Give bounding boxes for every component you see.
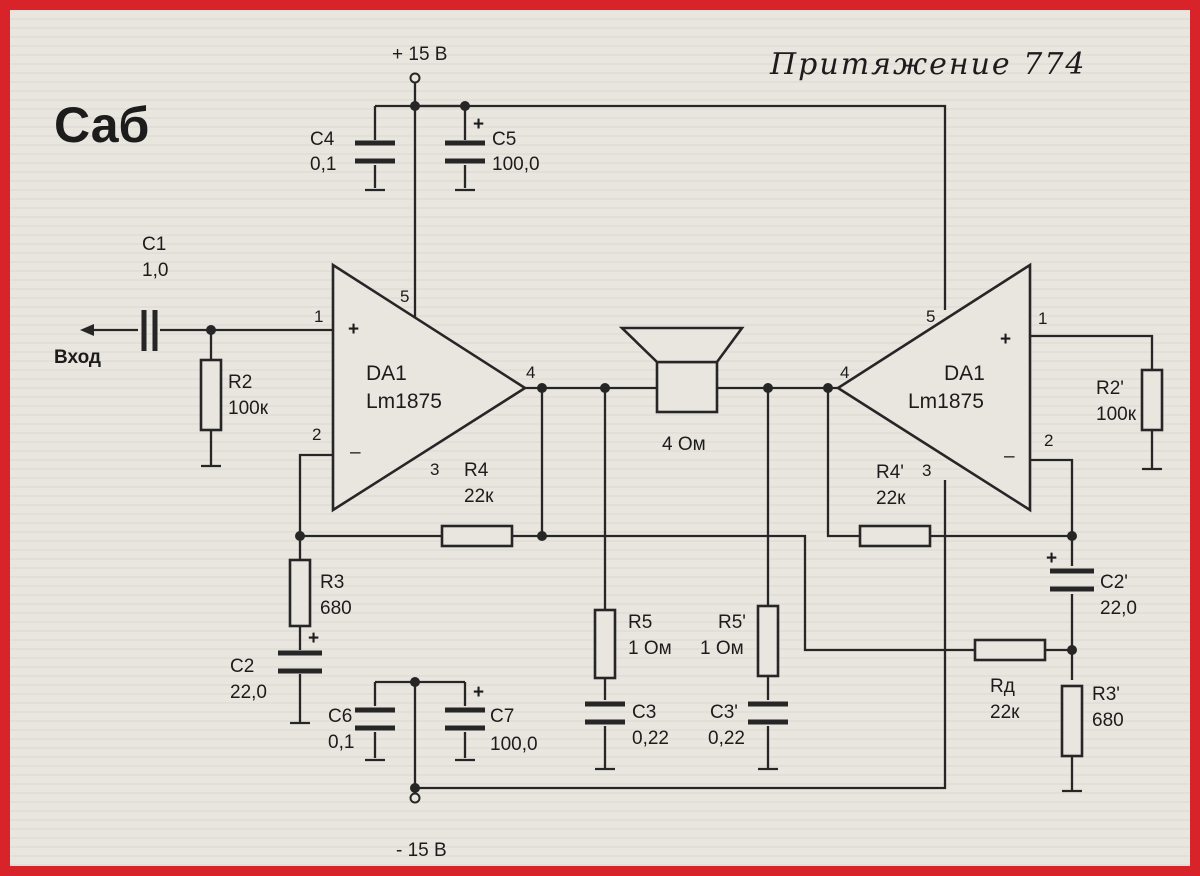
r4-value: 22к bbox=[464, 486, 494, 507]
r2-name: R2 bbox=[228, 372, 252, 393]
r2-prime-value: 100к bbox=[1096, 404, 1137, 425]
right-pin-2: 2 bbox=[1044, 431, 1053, 450]
wires bbox=[88, 80, 1154, 796]
capacitor-c2 bbox=[278, 650, 322, 674]
right-pin-5: 5 bbox=[926, 307, 935, 326]
left-amp-model: Lm1875 bbox=[366, 390, 442, 413]
c3-prime-value: 0,22 bbox=[708, 728, 745, 749]
ground-symbols bbox=[201, 188, 1162, 793]
schematic-diagram: Саб Притяжение 774 + 15 В - 15 В Вход + … bbox=[54, 44, 1164, 861]
opamp-right bbox=[835, 262, 1032, 513]
negative-supply-label: - 15 В bbox=[396, 840, 447, 861]
c6-name: C6 bbox=[328, 706, 352, 727]
c2-prime-value: 22,0 bbox=[1100, 598, 1137, 619]
rd-name: Rд bbox=[990, 676, 1015, 697]
r3-prime-name: R3' bbox=[1092, 684, 1120, 705]
c4-value: 0,1 bbox=[310, 154, 336, 175]
input-label: Вход bbox=[54, 347, 101, 368]
resistor-r2 bbox=[199, 358, 223, 432]
r2-prime-name: R2' bbox=[1096, 378, 1124, 399]
c2-name: C2 bbox=[230, 656, 254, 677]
capacitor-c6 bbox=[355, 707, 395, 731]
c2-prime-name: C2' bbox=[1100, 572, 1128, 593]
positive-supply-terminal bbox=[409, 72, 421, 84]
capacitor-c2-prime bbox=[1050, 568, 1094, 592]
positive-supply-label: + 15 В bbox=[392, 44, 447, 65]
capacitor-c3-prime bbox=[748, 701, 788, 725]
brand-label: Притяжение 774 bbox=[769, 47, 1087, 82]
r5-value: 1 Ом bbox=[628, 638, 672, 659]
r3-value: 680 bbox=[320, 598, 352, 619]
resistor-r3-prime bbox=[1060, 684, 1084, 758]
c3-name: C3 bbox=[632, 702, 656, 723]
left-pin-4: 4 bbox=[526, 363, 535, 382]
resistor-r5-prime bbox=[756, 604, 780, 678]
rd-value: 22к bbox=[990, 702, 1020, 723]
c2-value: 22,0 bbox=[230, 682, 267, 703]
left-pin-1: 1 bbox=[314, 307, 323, 326]
capacitor-c4 bbox=[355, 140, 395, 164]
resistor-r4 bbox=[440, 524, 514, 548]
r4-prime-value: 22к bbox=[876, 488, 906, 509]
left-plus-sign: + bbox=[348, 319, 359, 340]
r4-prime-name: R4' bbox=[876, 462, 904, 483]
left-amp-name: DA1 bbox=[366, 362, 407, 385]
c1-name: C1 bbox=[142, 234, 166, 255]
speaker-label: 4 Ом bbox=[662, 434, 706, 455]
capacitor-c1 bbox=[141, 310, 158, 351]
right-amp-model: Lm1875 bbox=[908, 390, 984, 413]
right-amp-name: DA1 bbox=[944, 362, 985, 385]
c5-value: 100,0 bbox=[492, 154, 540, 175]
left-pin-5: 5 bbox=[400, 287, 409, 306]
r2-value: 100к bbox=[228, 398, 269, 419]
resistor-r3 bbox=[288, 558, 312, 628]
speaker-icon bbox=[618, 326, 745, 414]
c3-prime-name: C3' bbox=[710, 702, 738, 723]
right-pin-3: 3 bbox=[922, 461, 931, 480]
right-minus-sign: – bbox=[1004, 446, 1015, 467]
resistor-r2-prime bbox=[1140, 368, 1164, 432]
r3-prime-value: 680 bbox=[1092, 710, 1124, 731]
capacitor-c7 bbox=[445, 707, 485, 731]
left-minus-sign: – bbox=[350, 442, 361, 463]
capacitor-c5 bbox=[445, 140, 485, 164]
c2-prime-polarity: + bbox=[1046, 548, 1057, 569]
right-pin-1: 1 bbox=[1038, 309, 1047, 328]
r5-prime-value: 1 Ом bbox=[700, 638, 744, 659]
right-plus-sign: + bbox=[1000, 329, 1011, 350]
c5-polarity: + bbox=[473, 114, 484, 135]
resistor-r4-prime bbox=[858, 524, 932, 548]
resistor-rd bbox=[973, 638, 1047, 662]
page-title: Саб bbox=[54, 97, 149, 153]
input-arrow-icon bbox=[80, 324, 94, 336]
opamp-left bbox=[331, 262, 528, 513]
c4-name: C4 bbox=[310, 129, 335, 150]
right-pin-4: 4 bbox=[840, 363, 849, 382]
c7-name: C7 bbox=[490, 706, 514, 727]
r3-name: R3 bbox=[320, 572, 344, 593]
r5-name: R5 bbox=[628, 612, 652, 633]
r4-name: R4 bbox=[464, 460, 489, 481]
resistor-r5 bbox=[593, 608, 617, 680]
c5-name: C5 bbox=[492, 129, 516, 150]
c2-polarity: + bbox=[308, 628, 319, 649]
negative-supply-terminal bbox=[409, 792, 421, 804]
capacitor-c3 bbox=[585, 701, 625, 725]
c7-value: 100,0 bbox=[490, 734, 538, 755]
left-pin-2: 2 bbox=[312, 425, 321, 444]
c3-value: 0,22 bbox=[632, 728, 669, 749]
junction-dots bbox=[206, 101, 1077, 793]
c1-value: 1,0 bbox=[142, 260, 168, 281]
c7-polarity: + bbox=[473, 682, 484, 703]
r5-prime-name: R5' bbox=[718, 612, 746, 633]
left-pin-3: 3 bbox=[430, 460, 439, 479]
schematic-frame: Саб Притяжение 774 + 15 В - 15 В Вход + … bbox=[10, 10, 1190, 866]
c6-value: 0,1 bbox=[328, 732, 354, 753]
